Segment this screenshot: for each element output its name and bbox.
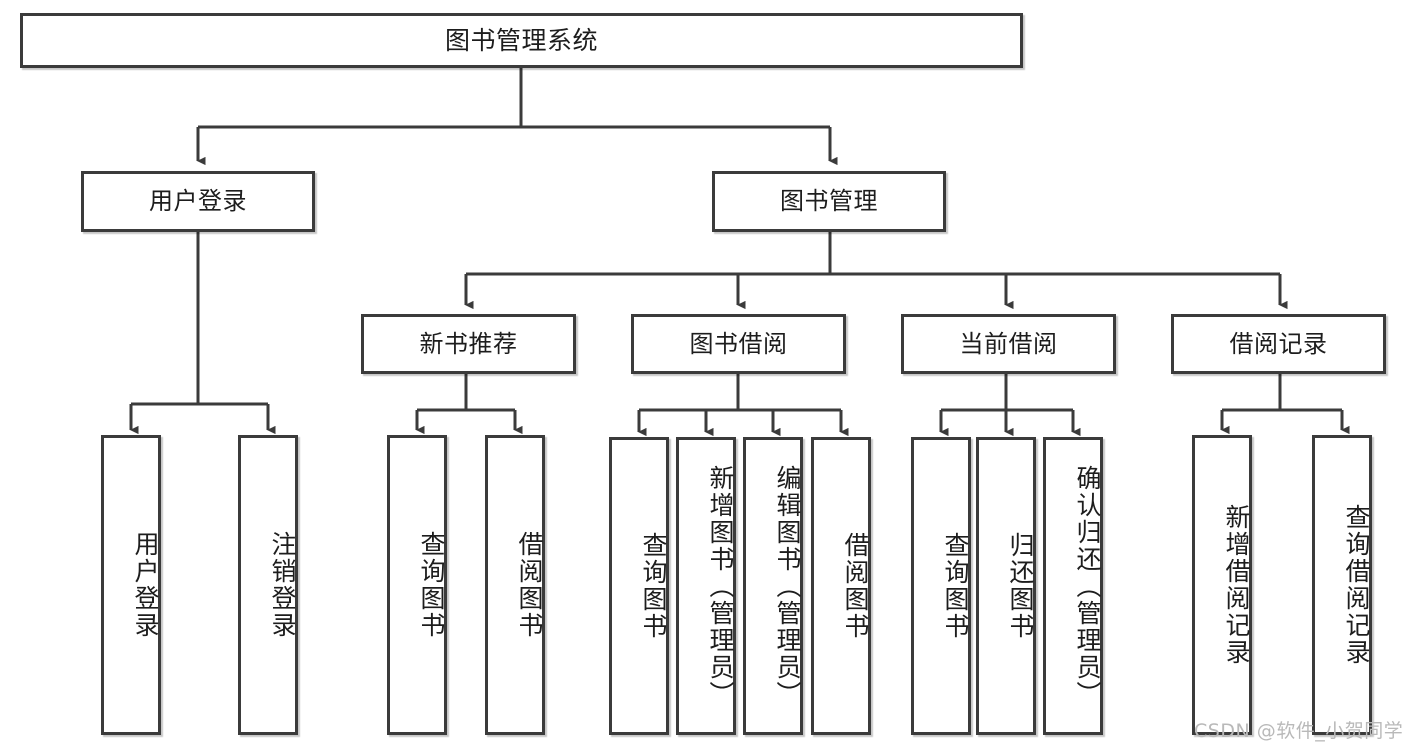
node-leaf-add-record[interactable]: 新增借阅记录: [1192, 435, 1252, 735]
node-root-label: 图书管理系统: [444, 25, 598, 55]
node-leaf-logout[interactable]: 注销登录: [238, 435, 298, 735]
node-leaf-query-book-2-label: 查询图书: [639, 532, 668, 640]
node-leaf-edit-book[interactable]: 编辑图书（管理员）: [743, 437, 803, 735]
node-leaf-borrow-book-1-label: 借阅图书: [515, 531, 544, 639]
node-leaf-query-book-3-label: 查询图书: [941, 532, 970, 640]
node-user-login-label: 用户登录: [149, 187, 247, 216]
node-leaf-logout-label: 注销登录: [268, 531, 297, 639]
node-leaf-confirm-return-label: 确认归还（管理员）: [1073, 464, 1102, 708]
node-leaf-query-book-2[interactable]: 查询图书: [609, 437, 669, 735]
node-leaf-query-record[interactable]: 查询借阅记录: [1312, 435, 1372, 735]
node-leaf-return-book[interactable]: 归还图书: [976, 437, 1036, 735]
node-borrow-record[interactable]: 借阅记录: [1171, 314, 1386, 374]
node-current-borrow-label: 当前借阅: [959, 329, 1058, 358]
node-leaf-query-record-label: 查询借阅记录: [1342, 504, 1371, 666]
node-leaf-add-record-label: 新增借阅记录: [1222, 504, 1251, 666]
node-book-borrow-label: 图书借阅: [689, 329, 788, 358]
node-book-borrow[interactable]: 图书借阅: [631, 314, 846, 374]
node-leaf-user-login[interactable]: 用户登录: [101, 435, 161, 735]
node-leaf-add-book[interactable]: 新增图书（管理员）: [676, 437, 736, 735]
node-new-book-rec-label: 新书推荐: [419, 329, 518, 358]
node-new-book-rec[interactable]: 新书推荐: [361, 314, 576, 374]
node-book-manage[interactable]: 图书管理: [712, 171, 946, 232]
node-root[interactable]: 图书管理系统: [20, 13, 1023, 68]
node-leaf-edit-book-label: 编辑图书（管理员）: [773, 464, 802, 708]
node-current-borrow[interactable]: 当前借阅: [901, 314, 1116, 374]
node-leaf-query-book-1[interactable]: 查询图书: [387, 435, 447, 735]
node-borrow-record-label: 借阅记录: [1229, 329, 1328, 358]
node-leaf-borrow-book-2[interactable]: 借阅图书: [811, 437, 871, 735]
node-book-manage-label: 图书管理: [780, 187, 878, 216]
node-leaf-query-book-3[interactable]: 查询图书: [911, 437, 971, 735]
node-user-login[interactable]: 用户登录: [81, 171, 315, 232]
node-leaf-confirm-return[interactable]: 确认归还（管理员）: [1043, 437, 1103, 735]
node-leaf-query-book-1-label: 查询图书: [417, 531, 446, 639]
watermark-text: CSDN @软件_小贺同学: [1194, 720, 1404, 742]
node-leaf-user-login-label: 用户登录: [131, 531, 160, 639]
node-leaf-return-book-label: 归还图书: [1006, 532, 1035, 640]
node-leaf-add-book-label: 新增图书（管理员）: [706, 464, 735, 708]
node-leaf-borrow-book-2-label: 借阅图书: [841, 532, 870, 640]
node-leaf-borrow-book-1[interactable]: 借阅图书: [485, 435, 545, 735]
